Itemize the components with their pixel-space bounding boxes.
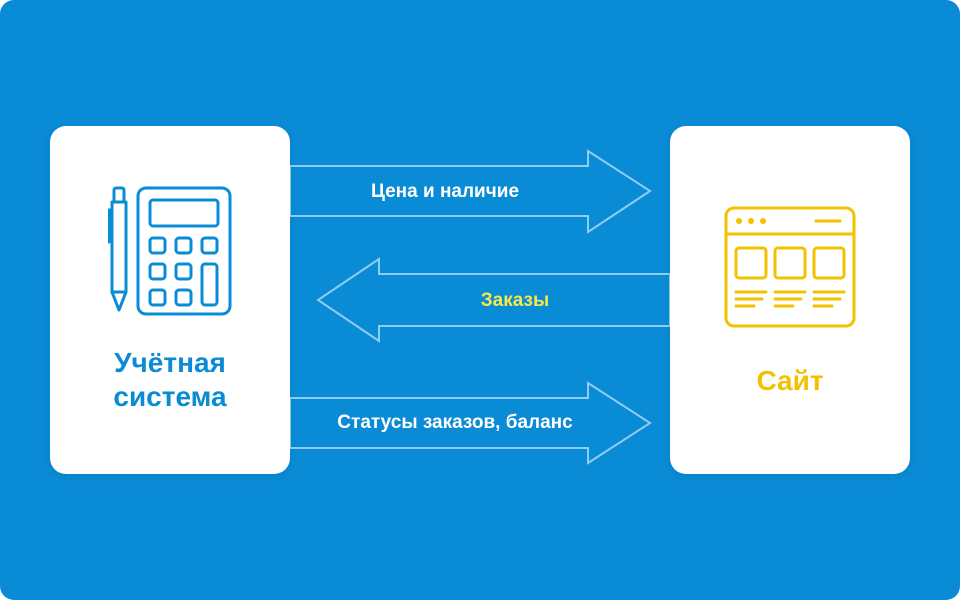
arrow-price-availability [289, 149, 652, 234]
node-title-site: Сайт [756, 365, 824, 396]
node-title-accounting-system: Учётная система [50, 346, 290, 414]
arrow-order-statuses [289, 381, 652, 465]
arrow-orders [316, 257, 671, 343]
node-site: Сайт [670, 126, 910, 474]
edge-label-orders: Заказы [480, 290, 550, 311]
browser-window-icon [724, 206, 856, 328]
node-accounting-system: Учётная система [50, 126, 290, 474]
node-title-line2: система [113, 381, 227, 412]
calculator-pen-icon [108, 186, 232, 316]
edge-label-price-availability: Цена и наличие [370, 181, 520, 202]
node-title-line1: Учётная [114, 347, 226, 378]
edge-label-order-statuses: Статусы заказов, баланс [337, 412, 573, 433]
